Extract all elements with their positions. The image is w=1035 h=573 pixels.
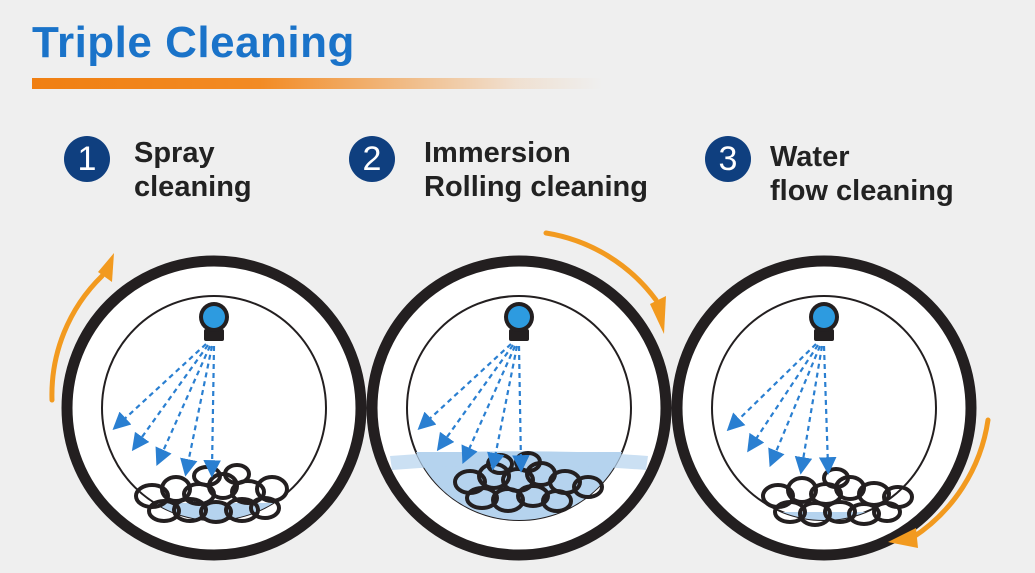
- step-1-label: Spray cleaning: [134, 136, 252, 204]
- drum-3-spray: [726, 343, 837, 475]
- step-1-badge: 1: [64, 136, 110, 182]
- rotation-arrow-icon: [49, 273, 105, 403]
- step-3-label-line1: Water: [770, 141, 850, 173]
- rotation-arrowhead-2: [650, 296, 666, 334]
- step-2-label: Immersion Rolling cleaning: [424, 136, 648, 204]
- spray-nozzle-icon: [199, 302, 229, 341]
- drum-1: [49, 253, 367, 561]
- rotation-arrow-icon-2: [543, 230, 659, 303]
- page-title: Triple Cleaning: [32, 18, 355, 67]
- title-underline: [32, 78, 602, 89]
- spray-nozzle-icon-3: [809, 302, 839, 341]
- rotation-arrowhead-3: [888, 528, 918, 548]
- rotation-arrowhead-1: [98, 253, 114, 282]
- drum-1-spray: [112, 343, 221, 478]
- step-3-label: Water flow cleaning: [770, 140, 954, 208]
- step-3-badge: 3: [705, 136, 751, 182]
- drum-1-parts-pile: [134, 463, 289, 524]
- step-1-label-line1: Spray: [134, 137, 215, 169]
- step-2-label-line1: Immersion: [424, 137, 571, 169]
- drum-2: [366, 230, 672, 561]
- step-2-label-line2: Rolling cleaning: [424, 171, 648, 203]
- spray-nozzle-icon-2: [504, 302, 534, 341]
- drum-3-parts-pile: [761, 467, 914, 527]
- drum-2-spray: [417, 343, 530, 473]
- rotation-arrow-icon-3: [909, 417, 991, 541]
- drum-3: [671, 255, 991, 561]
- step-3-label-line2: flow cleaning: [770, 175, 954, 207]
- step-2-badge: 2: [349, 136, 395, 182]
- step-1-label-line2: cleaning: [134, 171, 252, 203]
